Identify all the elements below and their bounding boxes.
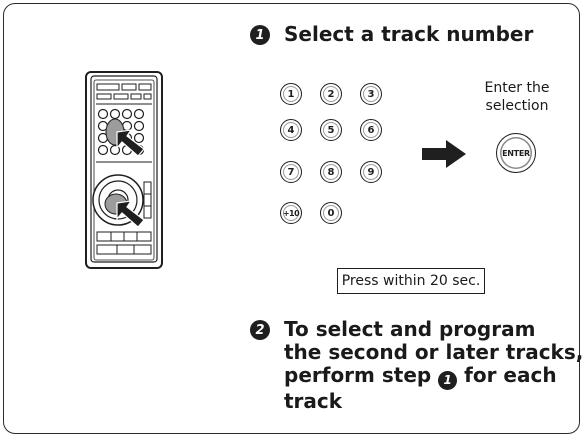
enter-label-line-1: Enter the	[484, 80, 550, 96]
step-2-line-2: the second or later tracks,	[284, 340, 584, 364]
key-3[interactable]: 3	[360, 83, 382, 105]
key-9[interactable]: 9	[360, 161, 382, 183]
key-5[interactable]: 5	[320, 119, 342, 141]
enter-label-line-2: selection	[485, 98, 549, 114]
step-1-title: Select a track number	[284, 22, 534, 46]
step-1-heading: 1 Select a track number	[250, 23, 533, 46]
right-arrow-icon	[422, 140, 466, 168]
step-2-heading: 2 To select and program the second or la…	[250, 318, 583, 413]
step-2-line-4: track	[284, 389, 343, 413]
step-1-reference-badge: 1	[438, 371, 458, 390]
key-2[interactable]: 2	[320, 83, 342, 105]
step-2-line-3-prefix: perform step	[284, 363, 432, 387]
step-2-line-3: perform step 1 for each	[284, 364, 583, 390]
enter-instruction: Enter the selection	[472, 79, 562, 115]
key-7[interactable]: 7	[280, 161, 302, 183]
remote-control-illustration	[85, 71, 163, 269]
key-8[interactable]: 8	[320, 161, 342, 183]
step-2-line-1: To select and program	[284, 317, 536, 341]
step-1-number-badge: 1	[250, 25, 270, 45]
time-limit-note: Press within 20 sec.	[337, 268, 485, 294]
step-2-text: To select and program the second or late…	[284, 318, 583, 413]
key-6[interactable]: 6	[360, 119, 382, 141]
step-2-line-3-suffix: for each	[464, 363, 557, 387]
key-plus-10[interactable]: +10	[280, 202, 302, 224]
enter-button[interactable]: ENTER	[496, 133, 536, 173]
key-4[interactable]: 4	[280, 119, 302, 141]
number-keypad: 1 2 3 4 5 6 7 8 9 +10 0	[271, 77, 391, 247]
step-2-number-badge: 2	[250, 320, 270, 340]
key-1[interactable]: 1	[280, 83, 302, 105]
key-0[interactable]: 0	[320, 202, 342, 224]
